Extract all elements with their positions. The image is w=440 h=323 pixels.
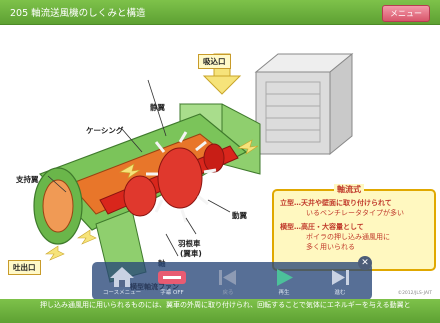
fan-diagram: 吸込口 静翼 ケーシング 支持翼 吐出口 動翼 羽根車 (翼車) 軸 軸流式 立… <box>0 24 440 299</box>
forward-label: 進む <box>334 290 346 296</box>
course-menu-button[interactable]: コースメニュー <box>100 264 144 298</box>
info-title: 軸流式 <box>334 184 364 195</box>
info-line: 多く用いられる <box>306 243 355 251</box>
caption-toggle-label: 字幕 OFF <box>160 290 184 296</box>
label-suction-inlet: 吸込口 <box>198 54 231 69</box>
label-impeller-sub: (翼車) <box>180 249 202 258</box>
caption-toggle-icon <box>158 271 186 284</box>
label-impeller: 羽根車 <box>178 239 201 248</box>
label-support-blade: 支持翼 <box>16 175 39 184</box>
label-casing: ケーシング <box>86 126 124 135</box>
blade-ring <box>146 131 217 223</box>
caption-toggle-button[interactable]: 字幕 OFF <box>150 264 194 298</box>
home-icon <box>110 267 134 287</box>
play-icon <box>277 269 293 286</box>
info-line: いるベンチレータタイプが多い <box>306 209 404 217</box>
skip-forward-icon <box>332 270 349 285</box>
info-line: ボイラの押し込み通風用に <box>306 233 390 241</box>
back-label: 戻る <box>222 290 234 296</box>
close-icon[interactable]: ✕ <box>358 256 372 270</box>
forward-button[interactable]: 進む <box>318 264 362 298</box>
page-title: 205 軸流送風機のしくみと構造 <box>10 8 146 19</box>
skip-back-icon <box>219 270 236 285</box>
info-line: 横型…高圧・大容量として <box>280 223 364 231</box>
playback-controls: コースメニュー 字幕 OFF 戻る 再生 進む <box>92 262 372 300</box>
label-discharge: 吐出口 <box>8 260 41 275</box>
label-rotor-blade: 動翼 <box>232 211 247 220</box>
motor-housing <box>254 52 354 156</box>
airflow-arrows <box>45 139 259 261</box>
info-box-axial: 軸流式 立型…天井や壁面に取り付けられて いるベンチレータタイプが多い 横型…高… <box>272 184 436 271</box>
label-stator: 静翼 <box>150 103 165 112</box>
leader-lines <box>47 79 231 257</box>
play-label: 再生 <box>278 290 290 296</box>
rotor-shaft <box>99 143 239 217</box>
subtitle-bar: 押し込み通風用に用いられるものには、翼車の外周に取り付けられ、回転することで気体… <box>0 299 440 323</box>
axial-fan-illustration <box>33 52 354 283</box>
menu-button[interactable]: メニュー <box>382 5 430 22</box>
info-line: 立型…天井や壁面に取り付けられて <box>280 199 392 207</box>
copyright: ©2012/JLS-JAIT <box>397 291 432 296</box>
play-button[interactable]: 再生 <box>262 264 306 298</box>
scene-caption: 横型軸流ファン <box>130 283 179 291</box>
course-menu-label: コースメニュー <box>102 290 142 296</box>
back-button[interactable]: 戻る <box>206 264 250 298</box>
title-bar: 205 軸流送風機のしくみと構造 メニュー <box>0 0 440 25</box>
subtitle-text: 押し込み通風用に用いられるものには、翼車の外周に取り付けられ、回転することで気体… <box>40 301 411 309</box>
